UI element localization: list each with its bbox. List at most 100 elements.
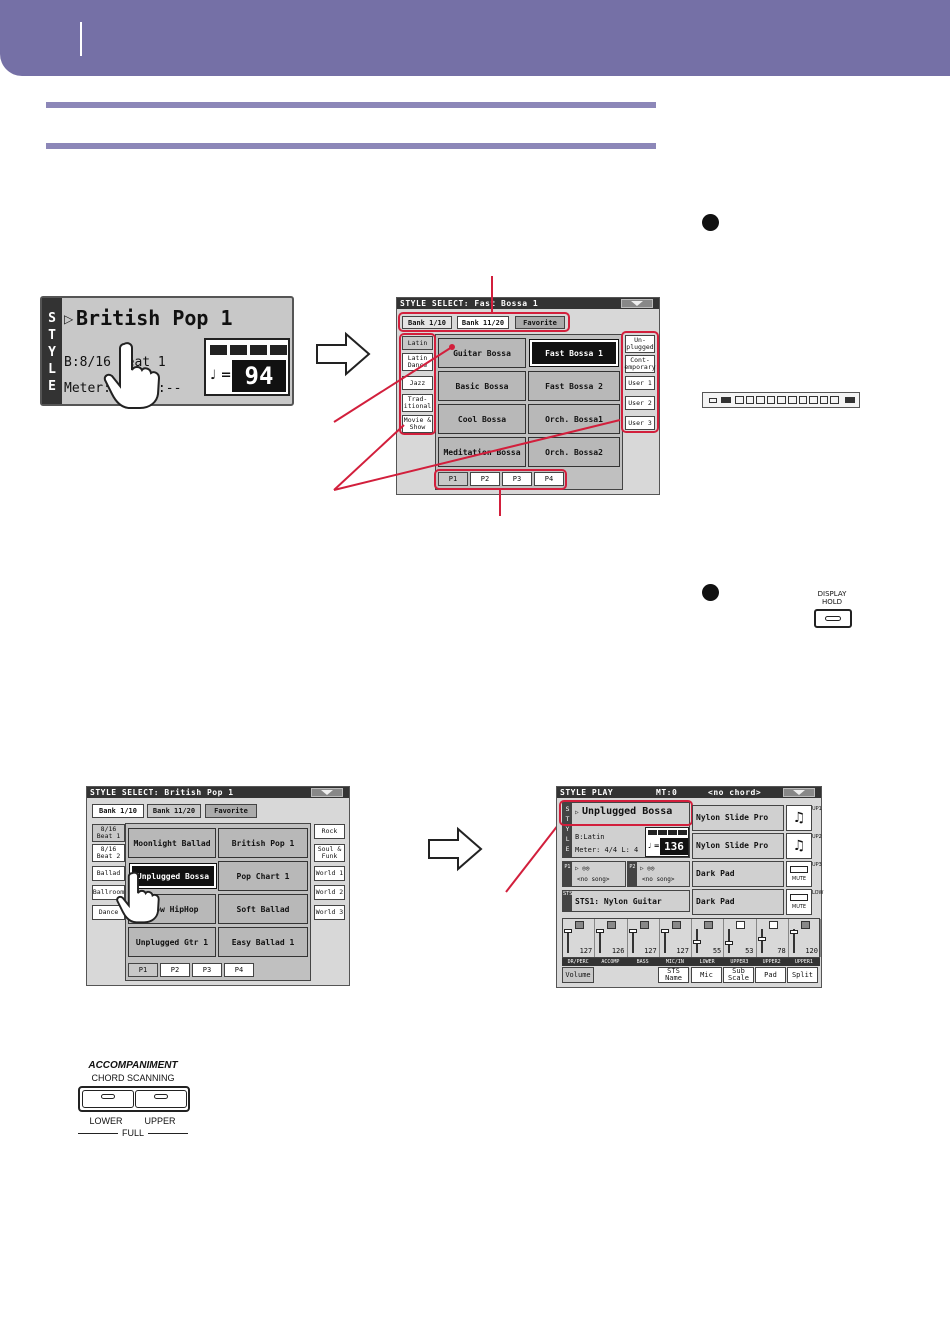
tempo-box: ♩ = 94 xyxy=(204,338,290,396)
style-cell[interactable]: Cool Bossa xyxy=(438,404,526,434)
play-status-icon[interactable] xyxy=(575,921,585,929)
upper-button[interactable] xyxy=(135,1090,187,1108)
player-2-area[interactable]: P2 ▷ ◎◎ <no song> xyxy=(627,861,690,887)
category-tab-rock[interactable]: Rock xyxy=(314,824,345,839)
bank-tab-2[interactable]: Bank 11/20 xyxy=(457,316,509,329)
category-tab-world-1[interactable]: World 1 xyxy=(314,866,345,881)
channel-fader[interactable]: 53 xyxy=(724,919,757,957)
mute-button[interactable]: MUTE xyxy=(786,889,812,915)
bottom-tab-sts-name[interactable]: STS Name xyxy=(658,967,689,983)
channel-fader[interactable]: 127 xyxy=(563,919,596,957)
bottom-tab-mic[interactable]: Mic xyxy=(691,967,722,983)
page-tab-p1[interactable]: P1 xyxy=(128,963,158,977)
fader-knob[interactable] xyxy=(789,930,798,935)
category-tab-world-3[interactable]: World 3 xyxy=(314,905,345,920)
style-cell[interactable]: Pop Chart 1 xyxy=(218,861,308,891)
style-cell-selected[interactable]: Unplugged Bossa xyxy=(129,863,217,889)
channel-fader[interactable]: 127 xyxy=(660,919,692,957)
mute-button[interactable]: MUTE xyxy=(786,861,812,887)
style-cell-selected[interactable]: Fast Bossa 1 xyxy=(529,339,619,367)
bank-tab-2[interactable]: Bank 11/20 xyxy=(147,804,201,818)
category-tab-world-2[interactable]: World 2 xyxy=(314,885,345,900)
page-tab-p1[interactable]: P1 xyxy=(438,472,468,486)
channel-fader[interactable]: 127 xyxy=(628,919,660,957)
track-upper-3[interactable]: Dark Pad xyxy=(692,861,784,887)
track-upper-1[interactable]: Nylon Slide Pro xyxy=(692,805,784,831)
channel-fader[interactable]: 120 xyxy=(789,919,821,957)
guitar-icon[interactable]: ♫ xyxy=(786,833,812,859)
favorite-tab[interactable]: Favorite xyxy=(515,316,565,329)
category-tab-user-1[interactable]: User 1 xyxy=(625,376,655,390)
fader-value: 127 xyxy=(644,947,657,955)
category-tab-ballad[interactable]: Ballad xyxy=(92,866,125,881)
menu-dropdown-button[interactable] xyxy=(311,788,343,797)
style-cell[interactable]: Orch. Bossa2 xyxy=(528,437,620,467)
channel-fader[interactable]: 126 xyxy=(595,919,628,957)
category-tab-jazz[interactable]: Jazz xyxy=(402,376,433,390)
style-area-display[interactable]: S T Y L E ▷ British Pop 1 B:8/16 Beat 1 … xyxy=(40,296,294,409)
fader-knob[interactable] xyxy=(725,940,734,945)
play-status-icon[interactable] xyxy=(639,921,649,929)
style-cell[interactable]: Moonlight Ballad xyxy=(128,828,216,858)
page-tab-p4[interactable]: P4 xyxy=(534,472,564,486)
category-tab-movie-show[interactable]: Movie & Show xyxy=(402,415,433,433)
section-rule-bottom xyxy=(46,143,656,149)
play-status-icon[interactable] xyxy=(704,921,714,929)
sts-area[interactable]: STS STS1: Nylon Guitar xyxy=(562,890,690,912)
bottom-tab-volume[interactable]: Volume xyxy=(562,967,594,983)
lower-button[interactable] xyxy=(82,1090,134,1108)
page-tab-p2[interactable]: P2 xyxy=(160,963,190,977)
category-tab-8-16-beat-2[interactable]: 8/16 Beat 2 xyxy=(92,844,125,862)
style-cell[interactable]: Basic Bossa xyxy=(438,371,526,401)
channel-fader[interactable]: 78 xyxy=(757,919,789,957)
style-cell[interactable]: Meditation Bossa xyxy=(438,437,526,467)
bank-tab-1[interactable]: Bank 1/10 xyxy=(402,316,452,329)
fader-knob[interactable] xyxy=(693,940,701,945)
bottom-tab-pad[interactable]: Pad xyxy=(755,967,786,983)
category-tab-latin-dance[interactable]: Latin Dance xyxy=(402,353,433,371)
menu-dropdown-button[interactable] xyxy=(783,788,815,797)
fader-knob[interactable] xyxy=(596,929,605,934)
style-cell[interactable]: Guitar Bossa xyxy=(438,338,526,368)
page-tab-p3[interactable]: P3 xyxy=(192,963,222,977)
category-tab-unplugged[interactable]: Un-plugged xyxy=(625,335,655,353)
fader-knob[interactable] xyxy=(757,936,766,941)
category-tab-traditional[interactable]: Trad-itional xyxy=(402,394,433,412)
play-status-icon[interactable] xyxy=(736,921,746,929)
category-tab-contemporary[interactable]: Cont-emporary xyxy=(624,355,656,373)
play-status-icon[interactable] xyxy=(607,921,617,929)
track-upper-2[interactable]: Nylon Slide Pro xyxy=(692,833,784,859)
page-tab-p3[interactable]: P3 xyxy=(502,472,532,486)
track-lower[interactable]: Dark Pad xyxy=(692,889,784,915)
category-tab-8-16-beat-1[interactable]: 8/16 Beat 1 xyxy=(92,824,125,842)
page-tab-p4[interactable]: P4 xyxy=(224,963,254,977)
favorite-tab[interactable]: Favorite xyxy=(205,804,257,818)
category-tab-soul-funk[interactable]: Soul & Funk xyxy=(314,844,345,862)
bottom-tab-sub-scale[interactable]: Sub Scale xyxy=(723,967,754,983)
channel-fader[interactable]: 55 xyxy=(692,919,725,957)
fader-knob[interactable] xyxy=(660,929,669,933)
category-tab-user-3[interactable]: User 3 xyxy=(625,416,655,430)
page-tab-p2[interactable]: P2 xyxy=(470,472,500,486)
category-tab-latin[interactable]: Latin xyxy=(402,336,433,350)
style-cell[interactable]: Easy Ballad 1 xyxy=(218,927,308,957)
category-tab-user-2[interactable]: User 2 xyxy=(625,396,655,410)
guitar-icon[interactable]: ♫ xyxy=(786,805,812,831)
play-status-icon[interactable] xyxy=(800,921,810,929)
style-cell[interactable]: Orch. Bossa1 xyxy=(528,404,620,434)
player-1-area[interactable]: P1 ▷ ◎◎ <no song> xyxy=(562,861,626,887)
menu-dropdown-button[interactable] xyxy=(621,299,653,308)
bank-tab-1[interactable]: Bank 1/10 xyxy=(92,804,144,818)
style-cell[interactable]: Soft Ballad xyxy=(218,894,308,924)
bottom-tab-split[interactable]: Split xyxy=(787,967,818,983)
display-hold-button[interactable] xyxy=(814,609,852,628)
style-cell[interactable]: Fast Bossa 2 xyxy=(528,371,620,401)
fader-knob[interactable] xyxy=(564,929,572,933)
play-status-icon[interactable] xyxy=(768,921,778,929)
play-status-icon[interactable] xyxy=(671,921,681,929)
category-tab-ballroom[interactable]: Ballroom xyxy=(92,885,125,900)
fader-knob[interactable] xyxy=(628,929,637,933)
style-cell[interactable]: British Pop 1 xyxy=(218,828,308,858)
style-cell[interactable]: Unplugged Gtr 1 xyxy=(128,927,216,957)
